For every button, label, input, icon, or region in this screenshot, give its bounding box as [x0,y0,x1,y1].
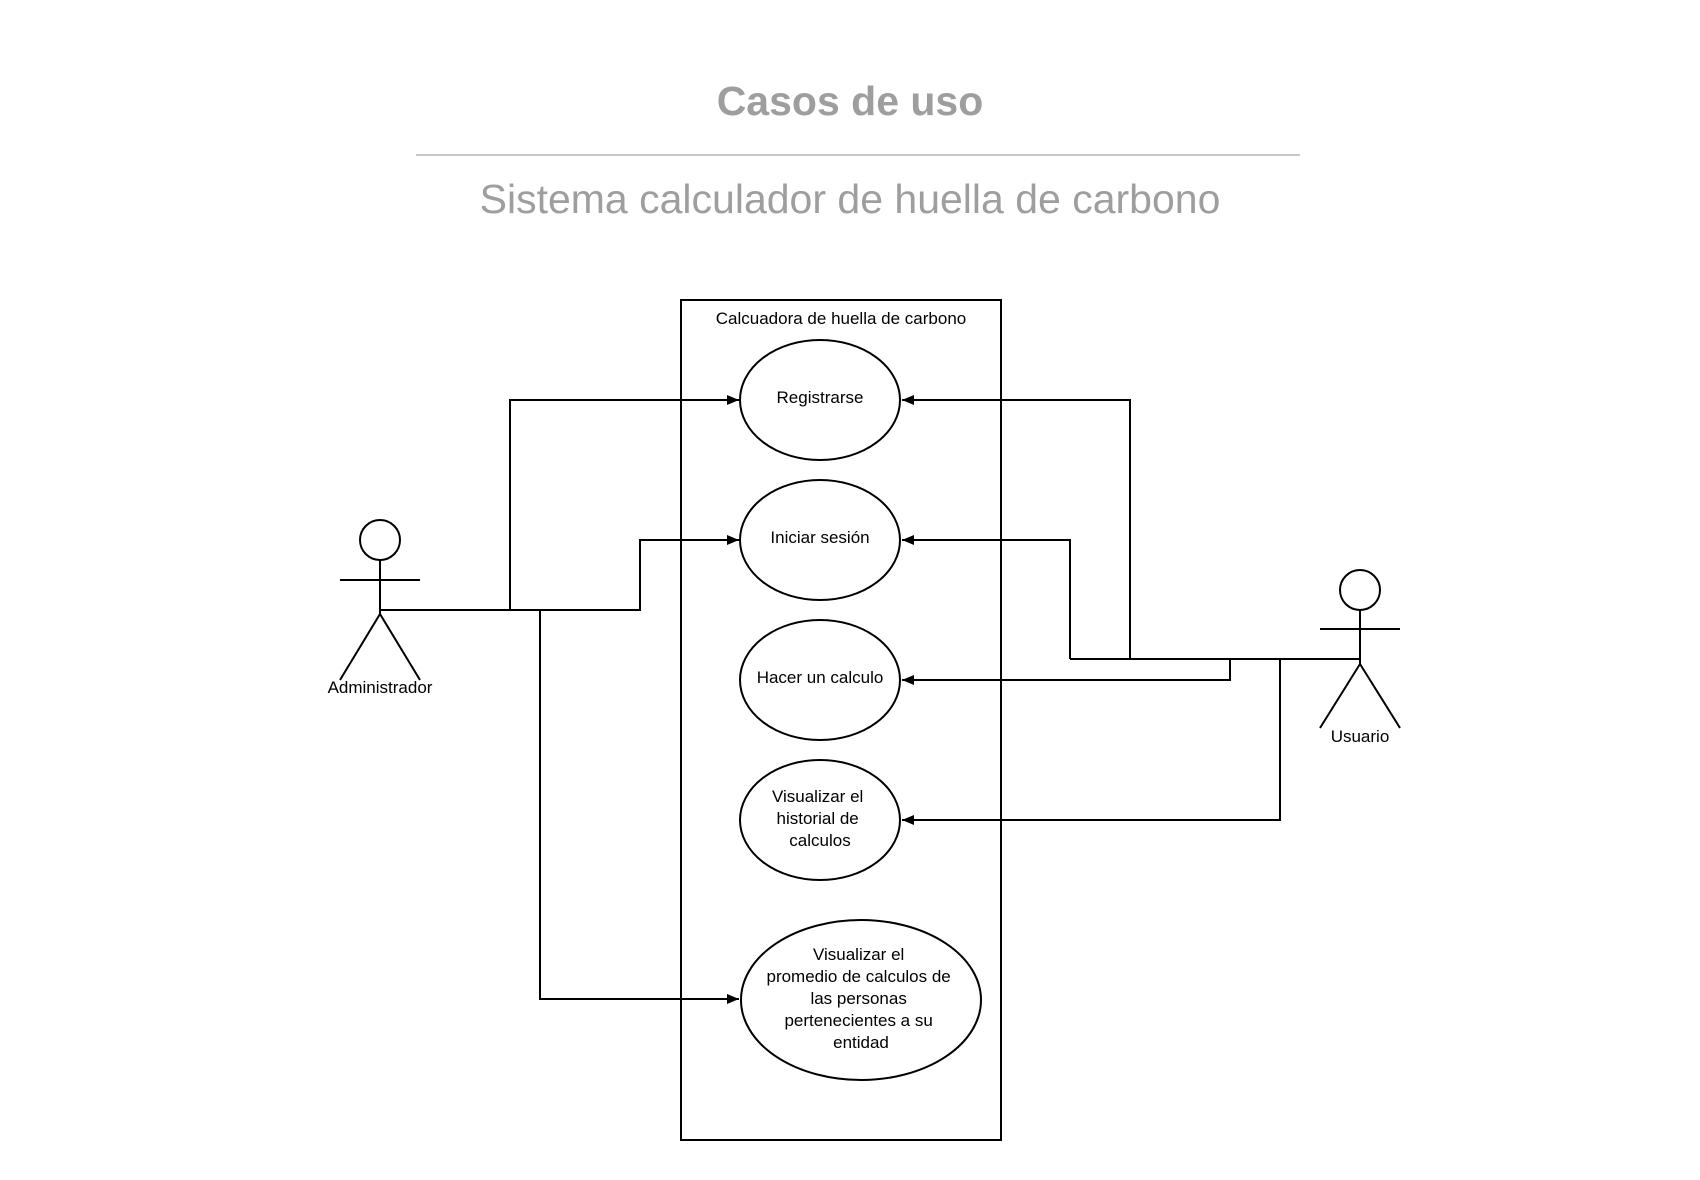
system-label: Calcuadora de huella de carbono [716,309,966,328]
connector-user-iniciar-sesion [902,535,1071,659]
use-case-label-registrarse: Registrarse [777,388,864,407]
use-case-hacer-calculo: Hacer un calculo [739,619,901,741]
actor-head [359,519,401,561]
use-case-label-promedio: Visualizar el promedio de calculos de la… [766,945,955,1052]
actor-head [1339,569,1381,611]
actor-leg-right [1359,663,1401,729]
actor-leg-left [1319,663,1361,729]
connector-user-historial [902,659,1281,825]
use-case-registrarse: Registrarse [739,339,901,461]
actor-leg-left [339,613,381,681]
actor-label-usuario: Usuario [1331,727,1390,746]
connector-admin-promedio [539,610,739,1004]
title-divider [416,154,1300,156]
actor-administrador [339,519,421,681]
system-boundary: Calcuadora de huella de carbono [680,299,1002,1141]
actor-leg-right [379,613,421,681]
user-connectors [902,395,1360,825]
use-case-promedio: Visualizar el promedio de calculos de la… [740,919,982,1081]
diagram-title: Casos de uso [716,78,984,124]
use-case-iniciar-sesion: Iniciar sesión [739,479,901,601]
connector-admin-registrarse [380,395,739,611]
admin-connectors [380,395,739,1004]
use-case-label-iniciar-sesion: Iniciar sesión [770,528,869,547]
connector-user-hacer-calculo [902,659,1231,685]
use-case-label-historial: Visualizar el historial de calculos [772,787,868,850]
actor-label-administrador: Administrador [328,678,433,697]
connector-admin-iniciar-sesion [510,535,739,611]
use-case-label-hacer-calculo: Hacer un calculo [757,668,884,687]
use-case-historial: Visualizar el historial de calculos [739,759,901,881]
diagram-subtitle: Sistema calculador de huella de carbono [479,176,1221,222]
connector-user-registrarse [902,395,1131,659]
actor-usuario [1319,569,1401,729]
